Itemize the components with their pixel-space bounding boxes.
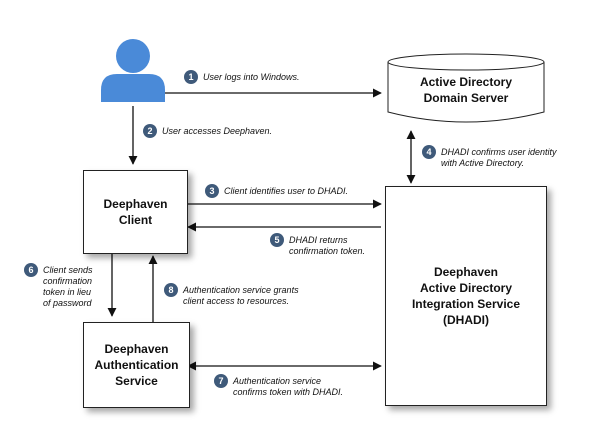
step-badge: 2 [143, 124, 157, 138]
step-4: 4 DHADI confirms user identity with Acti… [422, 145, 557, 169]
step-text: DHADI returns confirmation token. [289, 235, 366, 256]
step-badge: 6 [24, 263, 38, 277]
step-text: Client sends confirmation token in lieu … [43, 265, 93, 308]
auth-service-label: Deephaven Authentication Service [94, 342, 179, 388]
auth-service-box: Deephaven Authentication Service [83, 322, 190, 408]
step-5: 5 DHADI returns confirmation token. [270, 233, 365, 257]
step-text: User logs into Windows. [203, 72, 300, 82]
step-text: Client identifies user to DHADI. [224, 186, 349, 196]
dhadi-box: Deephaven Active Directory Integration S… [385, 186, 547, 406]
step-badge: 8 [164, 283, 178, 297]
step-3: 3 Client identifies user to DHADI. [205, 184, 348, 198]
step-badge: 3 [205, 184, 219, 198]
step-2: 2 User accesses Deephaven. [143, 124, 272, 138]
step-badge: 7 [214, 374, 228, 388]
step-badge: 4 [422, 145, 436, 159]
step-6: 6 Client sends confirmation token in lie… [24, 263, 93, 309]
step-text: Authentication service confirms token wi… [233, 376, 344, 397]
step-text: DHADI confirms user identity with Active… [441, 147, 557, 168]
database-icon [387, 53, 545, 123]
dhadi-label: Deephaven Active Directory Integration S… [411, 265, 521, 327]
user-icon [101, 39, 165, 102]
client-label: Deephaven Client [103, 197, 168, 227]
client-box: Deephaven Client [83, 170, 188, 254]
step-badge: 1 [184, 70, 198, 84]
step-text: Authentication service grants client acc… [183, 285, 299, 306]
step-7: 7 Authentication service confirms token … [214, 374, 343, 398]
step-1: 1 User logs into Windows. [184, 70, 299, 84]
step-8: 8 Authentication service grants client a… [164, 283, 299, 307]
step-text: User accesses Deephaven. [162, 126, 273, 136]
step-badge: 5 [270, 233, 284, 247]
ad-server-label: Active Directory Domain Server [419, 75, 513, 105]
